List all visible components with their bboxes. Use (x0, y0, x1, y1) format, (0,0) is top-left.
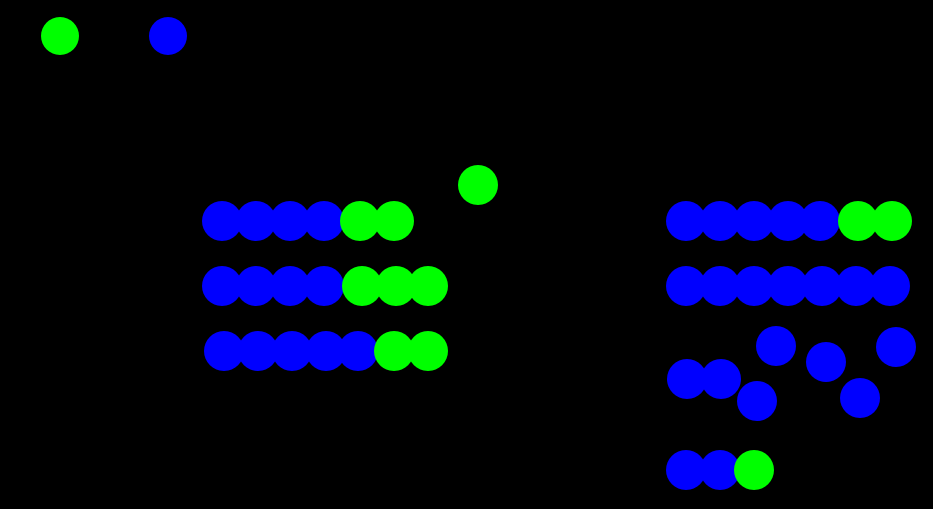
marker-blue[interactable] (768, 266, 808, 306)
marker-blue[interactable] (734, 266, 774, 306)
marker-blue[interactable] (272, 331, 312, 371)
marker-green[interactable] (408, 266, 448, 306)
marker-green[interactable] (374, 201, 414, 241)
marker-blue[interactable] (734, 201, 774, 241)
legend-marker-blue[interactable] (149, 17, 187, 55)
marker-blue[interactable] (270, 201, 310, 241)
marker-green[interactable] (374, 331, 414, 371)
marker-blue[interactable] (802, 266, 842, 306)
marker-blue[interactable] (700, 201, 740, 241)
marker-blue[interactable] (701, 359, 741, 399)
marker-green[interactable] (458, 165, 498, 205)
marker-blue[interactable] (876, 327, 916, 367)
marker-blue[interactable] (304, 266, 344, 306)
marker-blue[interactable] (338, 331, 378, 371)
marker-green[interactable] (408, 331, 448, 371)
marker-blue[interactable] (870, 266, 910, 306)
marker-blue[interactable] (840, 378, 880, 418)
marker-blue[interactable] (756, 326, 796, 366)
marker-blue[interactable] (737, 381, 777, 421)
marker-blue[interactable] (202, 201, 242, 241)
marker-blue[interactable] (666, 201, 706, 241)
marker-blue[interactable] (800, 201, 840, 241)
marker-blue[interactable] (202, 266, 242, 306)
marker-green[interactable] (838, 201, 878, 241)
marker-blue[interactable] (270, 266, 310, 306)
marker-blue[interactable] (836, 266, 876, 306)
marker-green[interactable] (734, 450, 774, 490)
marker-blue[interactable] (666, 266, 706, 306)
marker-blue[interactable] (238, 331, 278, 371)
marker-blue[interactable] (236, 266, 276, 306)
marker-blue[interactable] (700, 266, 740, 306)
marker-green[interactable] (872, 201, 912, 241)
marker-blue[interactable] (666, 450, 706, 490)
marker-blue[interactable] (236, 201, 276, 241)
marker-blue[interactable] (806, 342, 846, 382)
marker-green[interactable] (340, 201, 380, 241)
legend-marker-green[interactable] (41, 17, 79, 55)
marker-green[interactable] (342, 266, 382, 306)
marker-blue[interactable] (700, 450, 740, 490)
marker-blue[interactable] (204, 331, 244, 371)
marker-blue[interactable] (304, 201, 344, 241)
marker-blue[interactable] (667, 359, 707, 399)
